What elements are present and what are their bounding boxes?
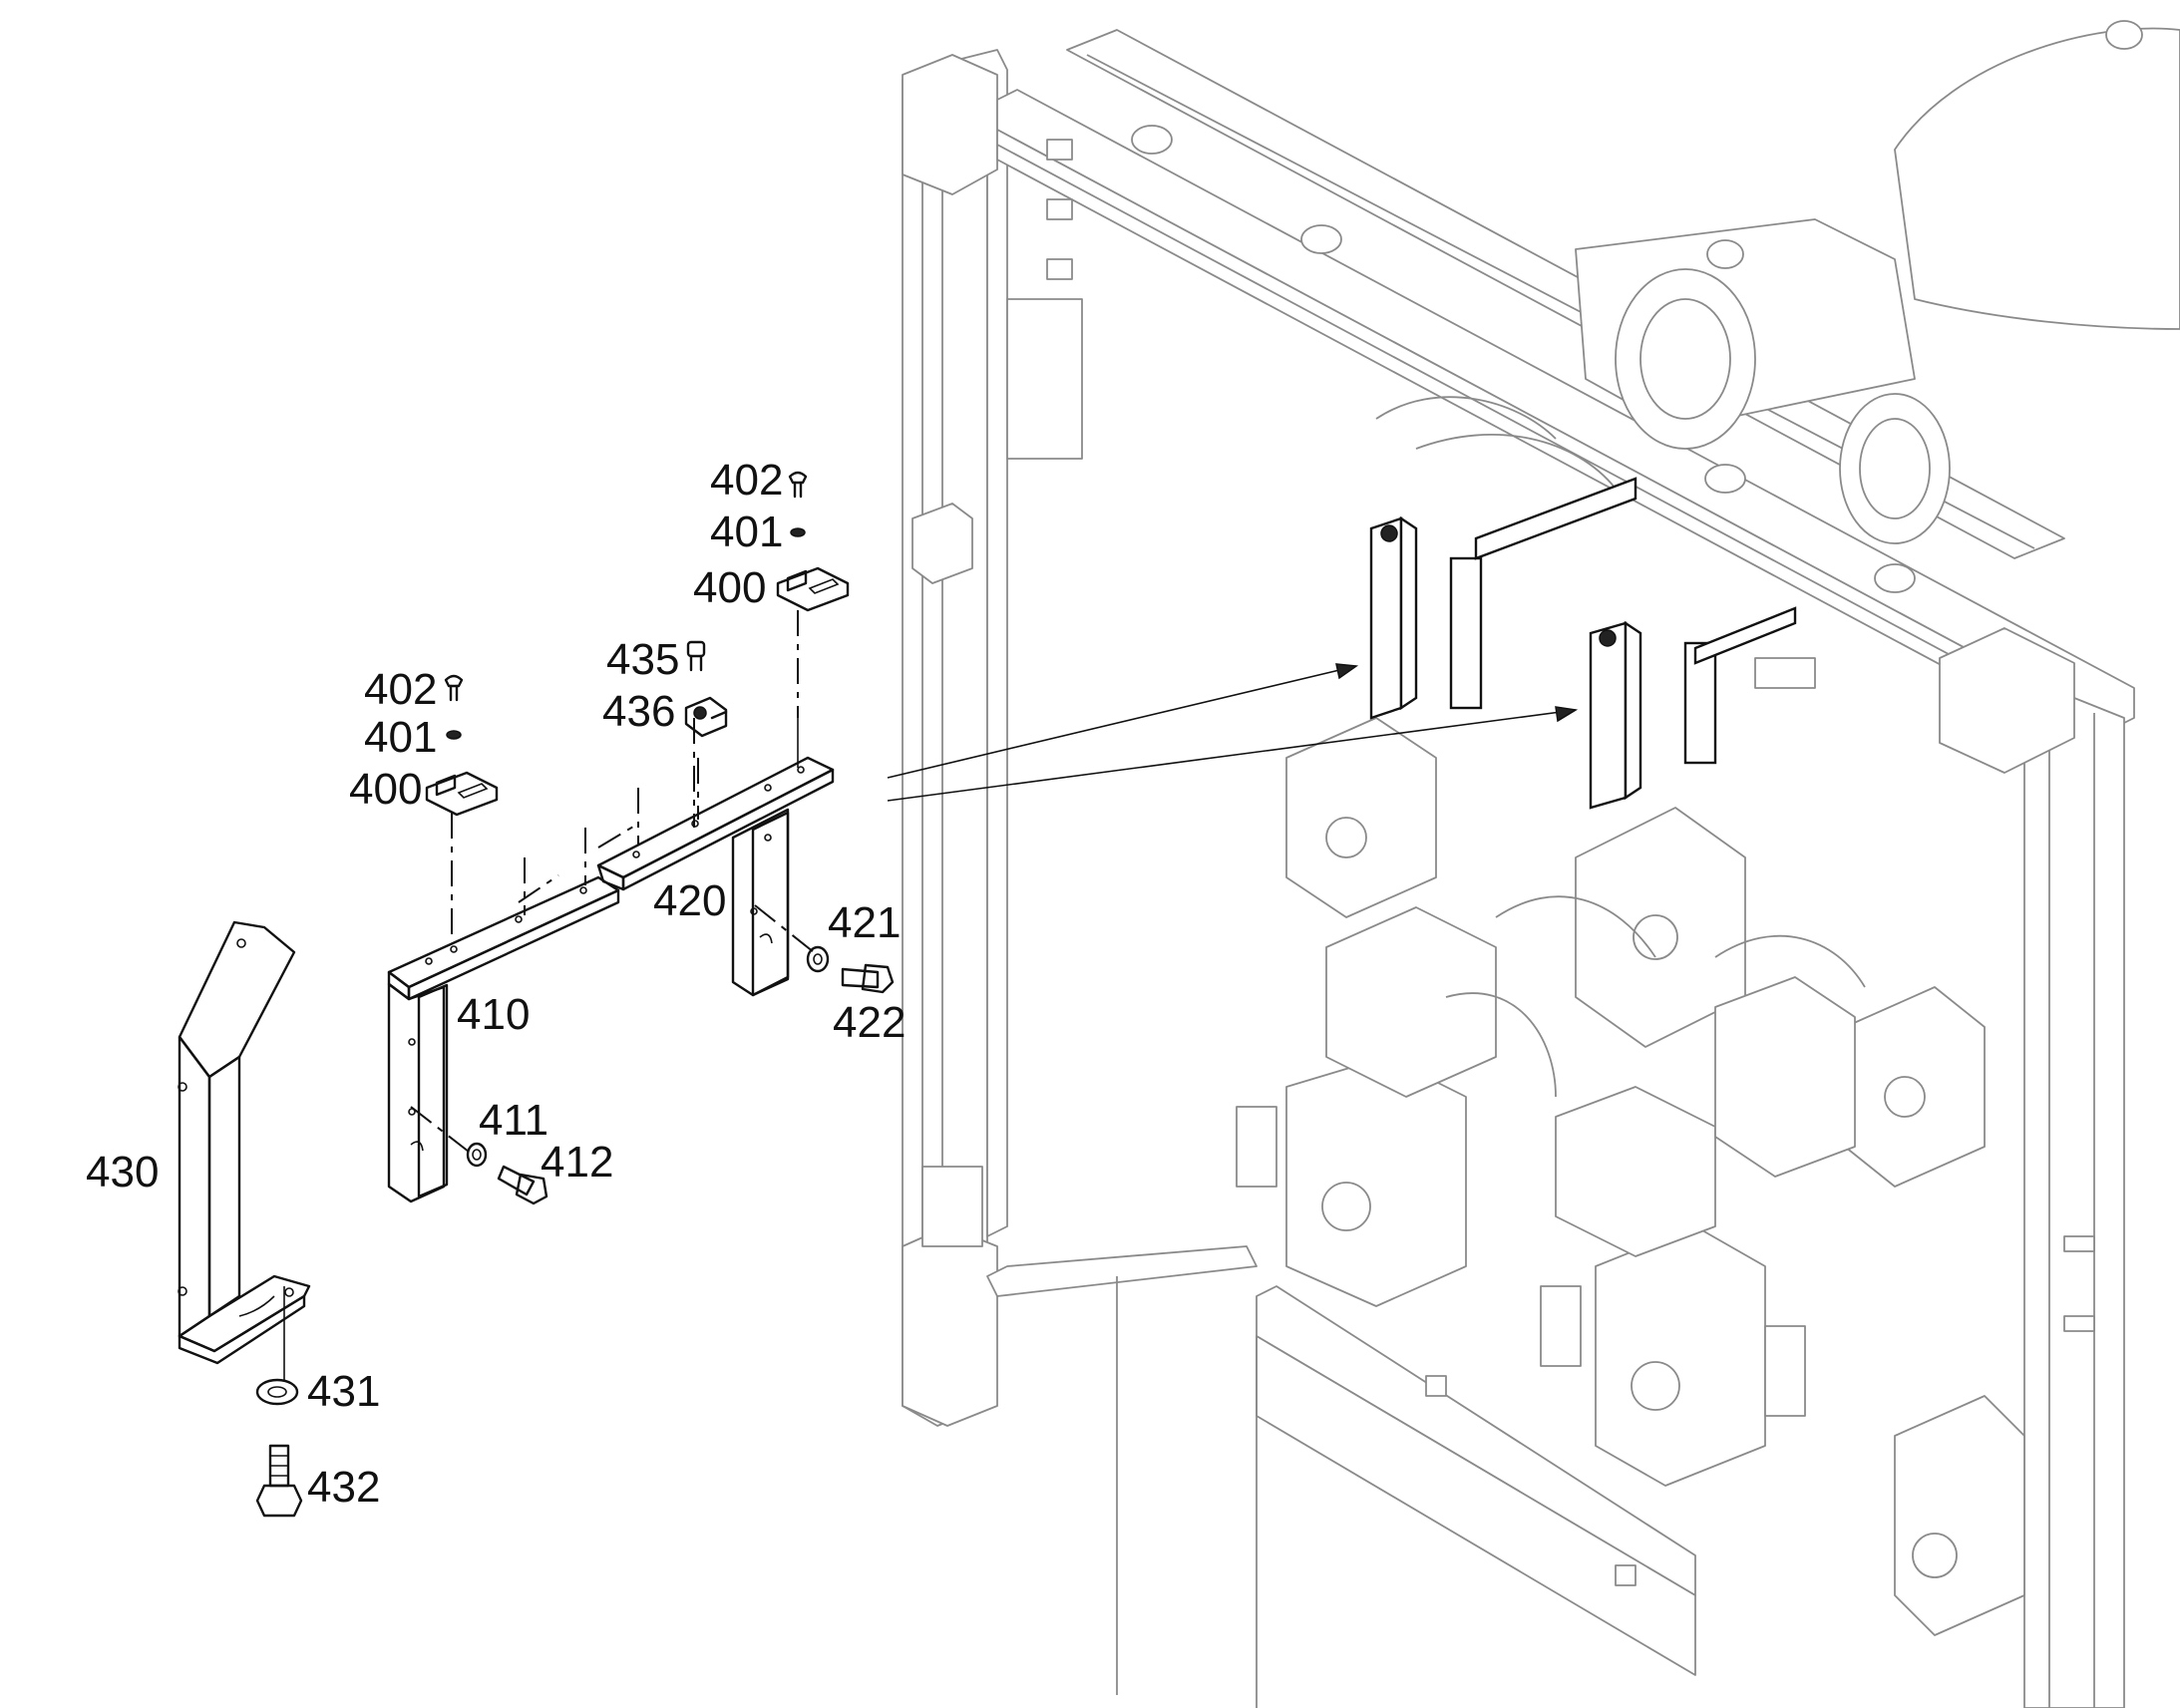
assembly-axes (283, 610, 815, 1381)
callout-402-top: 402 (710, 456, 783, 505)
machine-frame-assembly (902, 20, 2180, 1708)
callout-401-top: 401 (710, 508, 783, 556)
washer-431 (255, 1378, 299, 1406)
callout-436: 436 (602, 687, 675, 736)
washer-411 (466, 1142, 488, 1168)
bolt-422 (841, 963, 895, 994)
callout-400-top: 400 (693, 563, 766, 612)
installed-bracket-detail (1369, 477, 1797, 810)
screw-435 (686, 640, 706, 672)
clip-400-top (776, 566, 850, 612)
callout-421: 421 (828, 898, 901, 947)
leader-arrows (887, 663, 1579, 802)
bracket-410 (387, 875, 620, 1203)
callout-410: 410 (457, 990, 530, 1039)
washer-401-left (446, 730, 462, 740)
callout-400-left: 400 (349, 765, 422, 814)
washer-421 (806, 945, 830, 973)
callout-432: 432 (307, 1463, 380, 1512)
callout-420: 420 (653, 876, 726, 925)
callout-411: 411 (479, 1096, 548, 1145)
bolt-412 (497, 1165, 548, 1205)
bracket-420 (596, 718, 835, 997)
callout-401-left: 401 (364, 713, 437, 762)
washer-401-top (790, 527, 806, 537)
screw-402-top (788, 471, 808, 499)
clip-400-left (425, 771, 499, 817)
guard-430 (178, 920, 311, 1365)
callout-labels: 402 401 400 435 436 402 401 400 420 421 … (86, 456, 906, 1512)
callout-431: 431 (307, 1367, 380, 1416)
callout-402-left: 402 (364, 665, 437, 714)
callout-422: 422 (833, 998, 906, 1047)
screw-402-left (444, 674, 464, 702)
callout-430: 430 (86, 1148, 159, 1196)
callout-412: 412 (541, 1138, 613, 1187)
callout-435: 435 (606, 635, 679, 684)
fitting-436 (684, 696, 728, 738)
bolt-432 (255, 1444, 303, 1518)
